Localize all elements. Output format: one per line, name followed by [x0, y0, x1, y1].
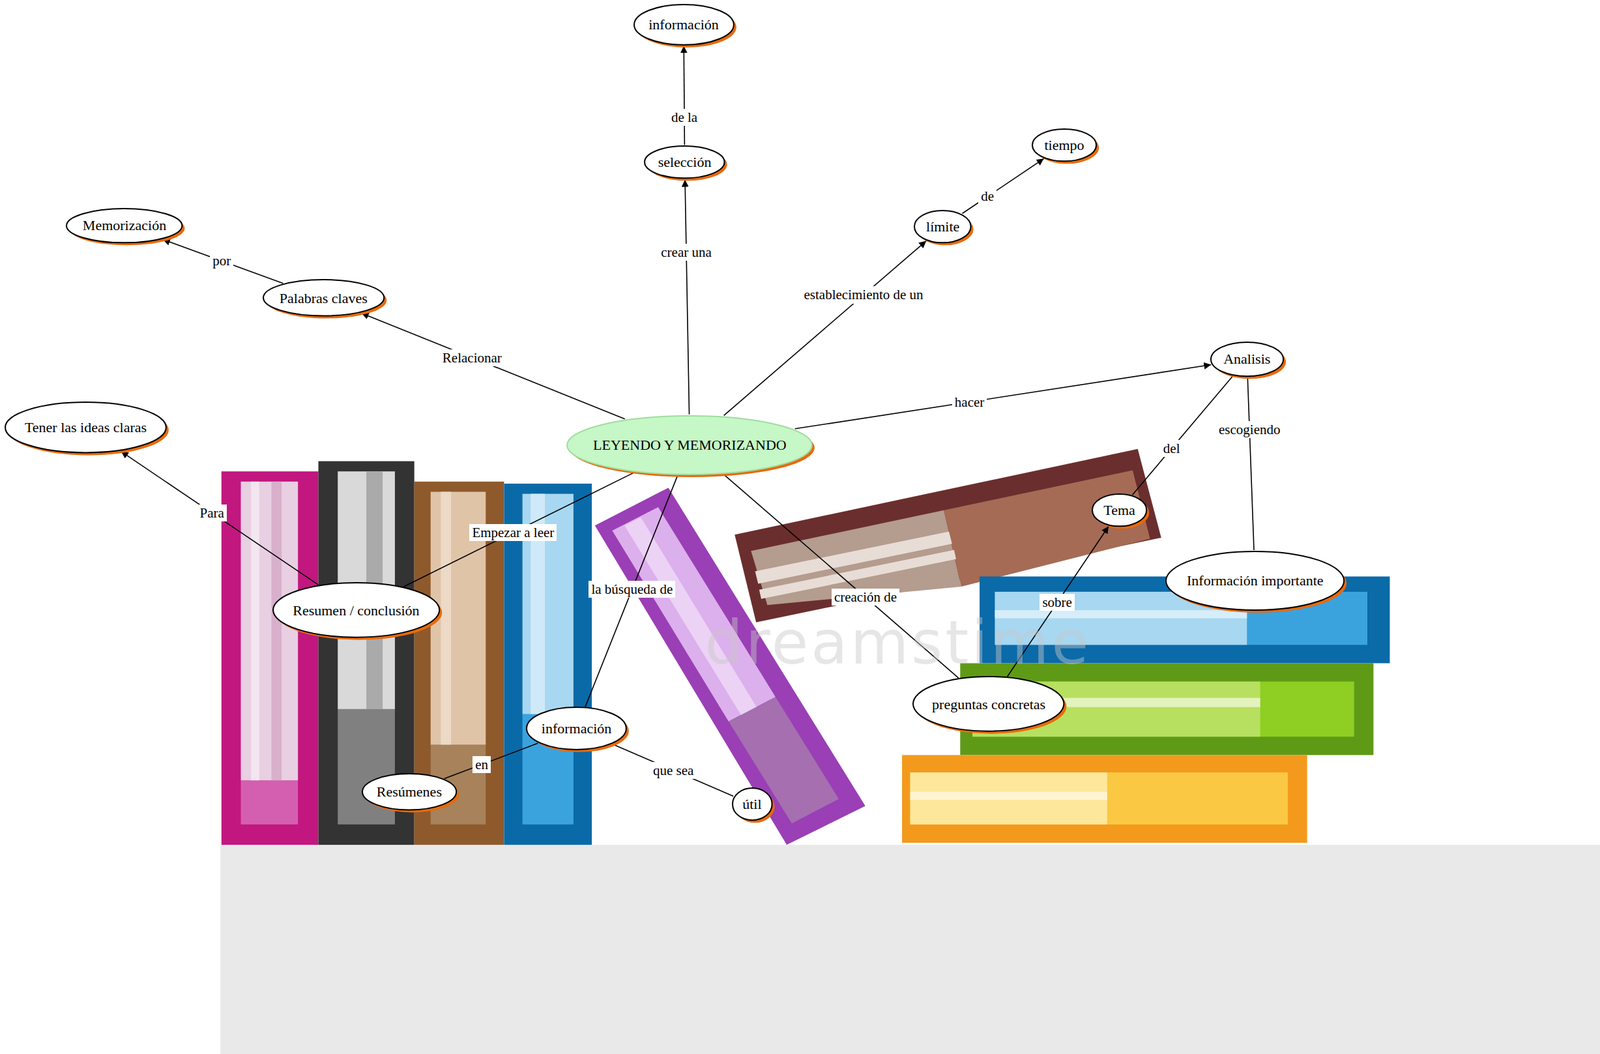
connector [684, 179, 689, 415]
connector [613, 744, 734, 796]
concept-ellipse: Tener las ideas claras [3, 400, 168, 454]
edge-label: establecimiento de un [801, 286, 927, 304]
node-text: Resumen / conclusión [292, 602, 420, 619]
connector [795, 364, 1212, 429]
node-text: Información importante [1186, 572, 1324, 589]
edge-label: la búsqueda de [588, 580, 676, 598]
node-text: Tener las ideas claras [24, 419, 147, 436]
connector [962, 158, 1045, 214]
connector [724, 241, 927, 416]
edge-label: de la [668, 108, 700, 126]
concept-ellipse: Memorización [65, 207, 184, 244]
book-magenta [221, 471, 319, 845]
node-text: útil [742, 795, 762, 813]
connector [444, 742, 538, 779]
edge-label: Empezar a leer [469, 523, 557, 541]
concept-ellipse: información [632, 3, 736, 47]
edge-label: creación de [831, 588, 900, 606]
concept-ellipse: preguntas concretas [911, 675, 1065, 733]
concept-ellipse: selección [643, 144, 727, 180]
connector [361, 313, 626, 420]
node-text: Tema [1103, 501, 1136, 519]
node-text: LEYENDO Y MEMORIZANDO [593, 436, 787, 453]
node-text: preguntas concretas [931, 696, 1046, 713]
node-text: Analisis [1223, 350, 1271, 367]
concept-ellipse: útil [731, 786, 774, 822]
edge-label: Relacionar [439, 349, 505, 367]
central-ellipse: LEYENDO Y MEMORIZANDO [565, 414, 814, 476]
shelf-floor [220, 844, 1600, 1054]
watermark: dreamstime [705, 608, 1092, 678]
connector [121, 451, 319, 585]
edge-label: escogiendo [1216, 421, 1283, 438]
connector [585, 475, 678, 707]
edge-label: en [472, 756, 491, 773]
node-text: Memorización [82, 217, 167, 234]
connector [1247, 377, 1254, 551]
connector [162, 239, 284, 283]
node-text: información [541, 720, 612, 737]
edge-label: Para [196, 504, 227, 522]
edge-label: por [209, 252, 234, 270]
concept-ellipse: límite [913, 209, 973, 244]
edge-label: que sea [650, 761, 697, 779]
concept-ellipse: información [525, 705, 628, 751]
node-text: límite [926, 218, 960, 235]
node-text: selección [658, 153, 712, 171]
concept-ellipse: Información importante [1164, 550, 1346, 612]
concept-ellipse: Palabras claves [261, 278, 386, 317]
connector [683, 45, 685, 145]
node-text: Palabras claves [279, 290, 368, 307]
concept-ellipse: Resumen / conclusión [271, 581, 441, 639]
edge-label: hacer [952, 393, 987, 411]
concept-ellipse: Analisis [1209, 340, 1285, 378]
node-text: tiempo [1044, 136, 1084, 154]
concept-ellipse: Tema [1090, 492, 1148, 528]
edge-label: del [1160, 439, 1183, 457]
node-text: información [648, 16, 719, 33]
concept-ellipse: tiempo [1031, 127, 1098, 163]
node-text: Resúmenes [376, 783, 442, 800]
connector [403, 472, 635, 587]
concept-ellipse: Resúmenes [361, 772, 458, 811]
edge-label: crear una [658, 243, 715, 261]
edge-label: de [978, 187, 997, 205]
